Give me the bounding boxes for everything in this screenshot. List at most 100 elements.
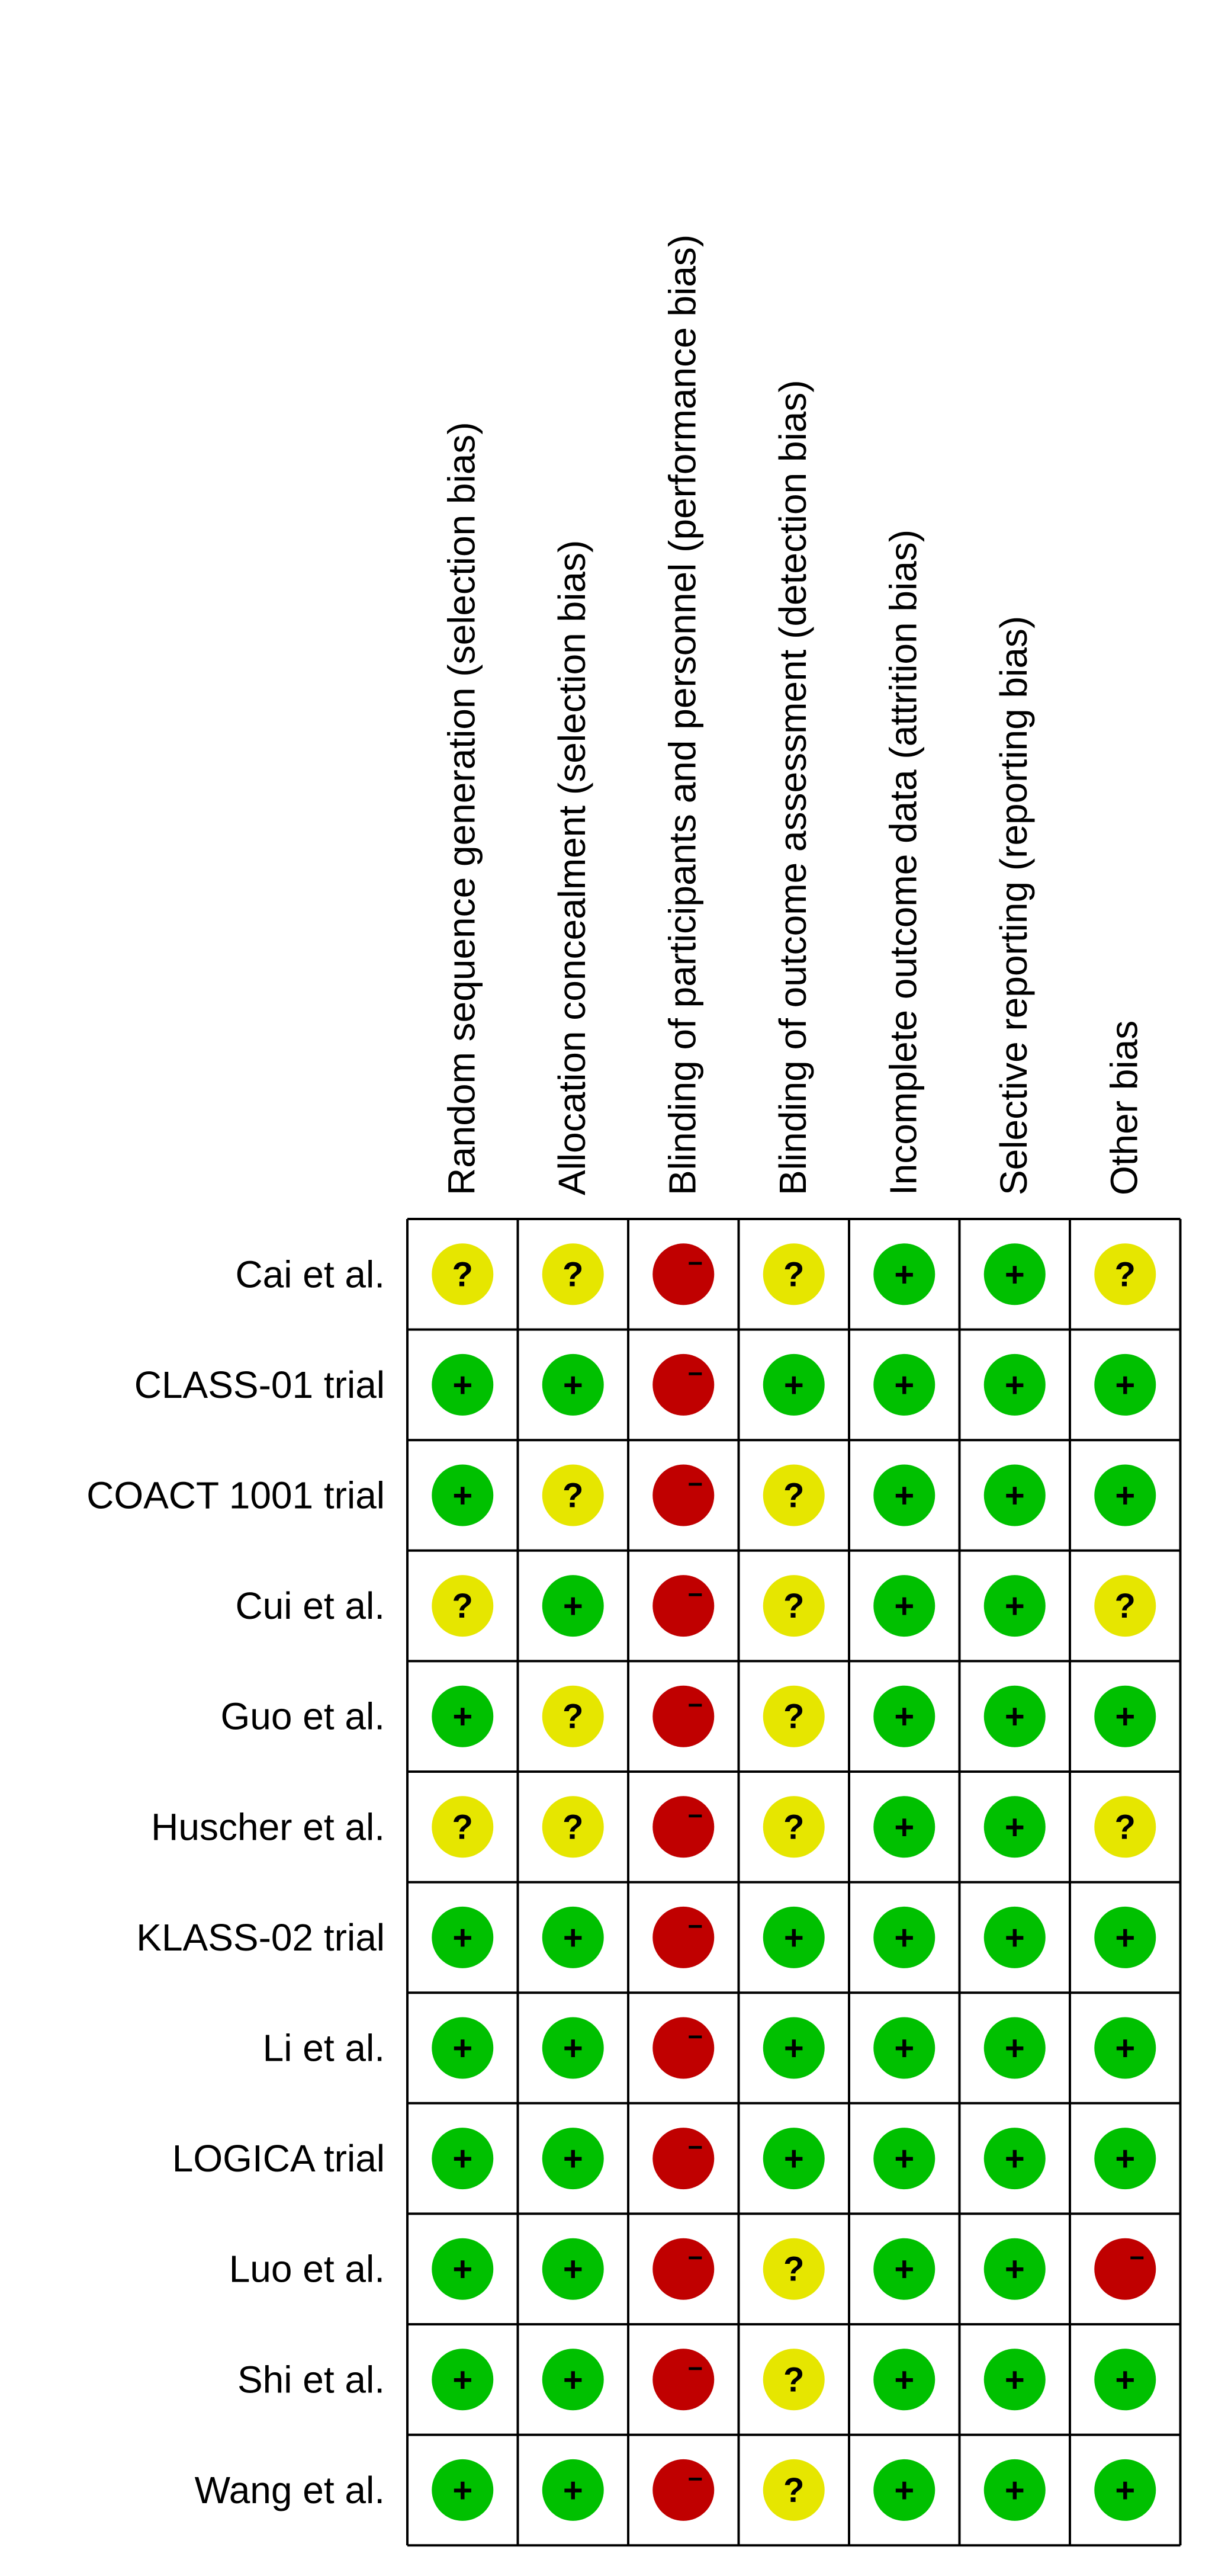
judgement-symbol: + (1115, 1477, 1135, 1515)
judgement-mark: + (542, 1575, 604, 1637)
judgement-circle (652, 2128, 715, 2190)
judgement-circle (432, 2349, 494, 2411)
judgement-circle (983, 1575, 1046, 1637)
judgement-circle (542, 1243, 604, 1305)
judgement-symbol: ? (452, 1808, 473, 1846)
judgement-mark: ? (763, 1464, 825, 1526)
judgement-symbol: − (687, 1249, 703, 1278)
judgement-mark: + (983, 1685, 1046, 1747)
judgement-grid (406, 1218, 1182, 2547)
judgement-circle (983, 1243, 1046, 1305)
judgement-circle (873, 1353, 935, 1416)
judgement-circle (542, 1796, 604, 1858)
judgement-symbol: − (687, 2023, 703, 2052)
judgement-symbol: + (1005, 1587, 1025, 1625)
judgement-circle (873, 1685, 935, 1747)
judgement-mark: ? (432, 1575, 494, 1637)
judgement-mark: + (983, 2459, 1046, 2521)
judgement-symbol: + (1005, 1808, 1025, 1846)
study-label: LOGICA trial (172, 2137, 385, 2180)
judgement-symbol: + (1005, 1698, 1025, 1736)
judgement-mark: + (983, 1464, 1046, 1526)
judgement-symbol: ? (452, 1587, 473, 1625)
judgement-circle (1094, 2459, 1156, 2521)
judgement-circle (983, 1685, 1046, 1747)
judgement-circle (542, 2459, 604, 2521)
judgement-circle (873, 2017, 935, 2079)
judgement-mark: + (763, 1353, 825, 1416)
judgement-symbol: + (1115, 2471, 1135, 2510)
judgement-mark: + (873, 1906, 935, 1968)
judgement-symbol: + (1115, 2360, 1135, 2399)
judgement-mark: ? (763, 1243, 825, 1305)
judgement-mark: + (983, 2349, 1046, 2411)
study-label: Huscher et al. (151, 1805, 385, 1848)
judgement-mark: + (983, 2128, 1046, 2190)
judgement-circle (432, 1906, 494, 1968)
judgement-symbol: + (452, 2471, 472, 2510)
judgement-mark: + (1094, 1685, 1156, 1747)
judgement-mark: + (432, 2349, 494, 2411)
judgement-circle (1094, 1796, 1156, 1858)
judgement-circle (652, 2238, 715, 2300)
judgement-mark: ? (763, 2349, 825, 2411)
judgement-mark: + (542, 2017, 604, 2079)
judgement-symbol: + (1115, 1366, 1135, 1404)
judgement-mark: + (1094, 1464, 1156, 1526)
domain-headers: Random sequence generation (selection bi… (440, 235, 1145, 1195)
judgement-circle (873, 1796, 935, 1858)
judgement-symbol: + (894, 1366, 914, 1404)
judgement-symbol: ? (783, 1255, 804, 1294)
study-label: Shi et al. (237, 2358, 385, 2401)
judgement-circle (432, 2238, 494, 2300)
judgement-symbol: + (563, 2029, 583, 2068)
study-label: Cai et al. (235, 1253, 385, 1295)
judgement-symbol: + (1005, 1477, 1025, 1515)
judgement-mark: ? (763, 2238, 825, 2300)
judgement-circle (763, 1353, 825, 1416)
judgement-mark: + (542, 2349, 604, 2411)
judgement-circle (983, 2459, 1046, 2521)
judgement-circle (652, 2459, 715, 2521)
judgement-mark: − (652, 1906, 715, 1968)
judgement-mark: + (983, 1796, 1046, 1858)
judgement-mark: − (652, 1353, 715, 1416)
judgement-circle (1094, 1575, 1156, 1637)
judgement-circle (432, 2459, 494, 2521)
judgement-circle (983, 2238, 1046, 2300)
judgement-symbol: + (894, 2029, 914, 2068)
judgement-symbol: + (563, 2250, 583, 2289)
judgement-mark: − (652, 1685, 715, 1747)
judgement-mark: + (873, 2459, 935, 2521)
judgement-mark: ? (432, 1243, 494, 1305)
judgement-symbol: ? (783, 1477, 804, 1515)
judgement-symbol: + (1005, 2139, 1025, 2178)
judgement-symbol: − (687, 2354, 703, 2383)
judgement-mark: + (873, 1575, 935, 1637)
judgement-circle (873, 2349, 935, 2411)
judgement-circle (542, 2128, 604, 2190)
judgement-symbol: + (894, 2471, 914, 2510)
judgement-mark: + (432, 1906, 494, 1968)
judgement-mark: ? (1094, 1575, 1156, 1637)
judgement-symbol: + (1005, 1919, 1025, 1957)
judgement-circle (983, 2128, 1046, 2190)
judgement-mark: ? (432, 1796, 494, 1858)
judgement-symbol: ? (783, 1587, 804, 1625)
judgement-symbol: ? (783, 2471, 804, 2510)
judgement-symbol: − (687, 2244, 703, 2273)
judgement-circle (763, 2459, 825, 2521)
judgement-symbol: − (1129, 2244, 1145, 2273)
judgement-mark: + (432, 2017, 494, 2079)
judgement-symbol: ? (783, 1808, 804, 1846)
judgement-mark: ? (763, 1685, 825, 1747)
judgement-symbol: + (452, 2250, 472, 2289)
judgement-mark: ? (763, 2459, 825, 2521)
domain-header: Other bias (1102, 1021, 1145, 1195)
domain-header: Blinding of outcome assessment (detectio… (771, 380, 814, 1195)
judgement-mark: + (542, 1906, 604, 1968)
judgement-mark: + (542, 2238, 604, 2300)
judgement-circle (652, 1906, 715, 1968)
judgement-circle (542, 1685, 604, 1747)
